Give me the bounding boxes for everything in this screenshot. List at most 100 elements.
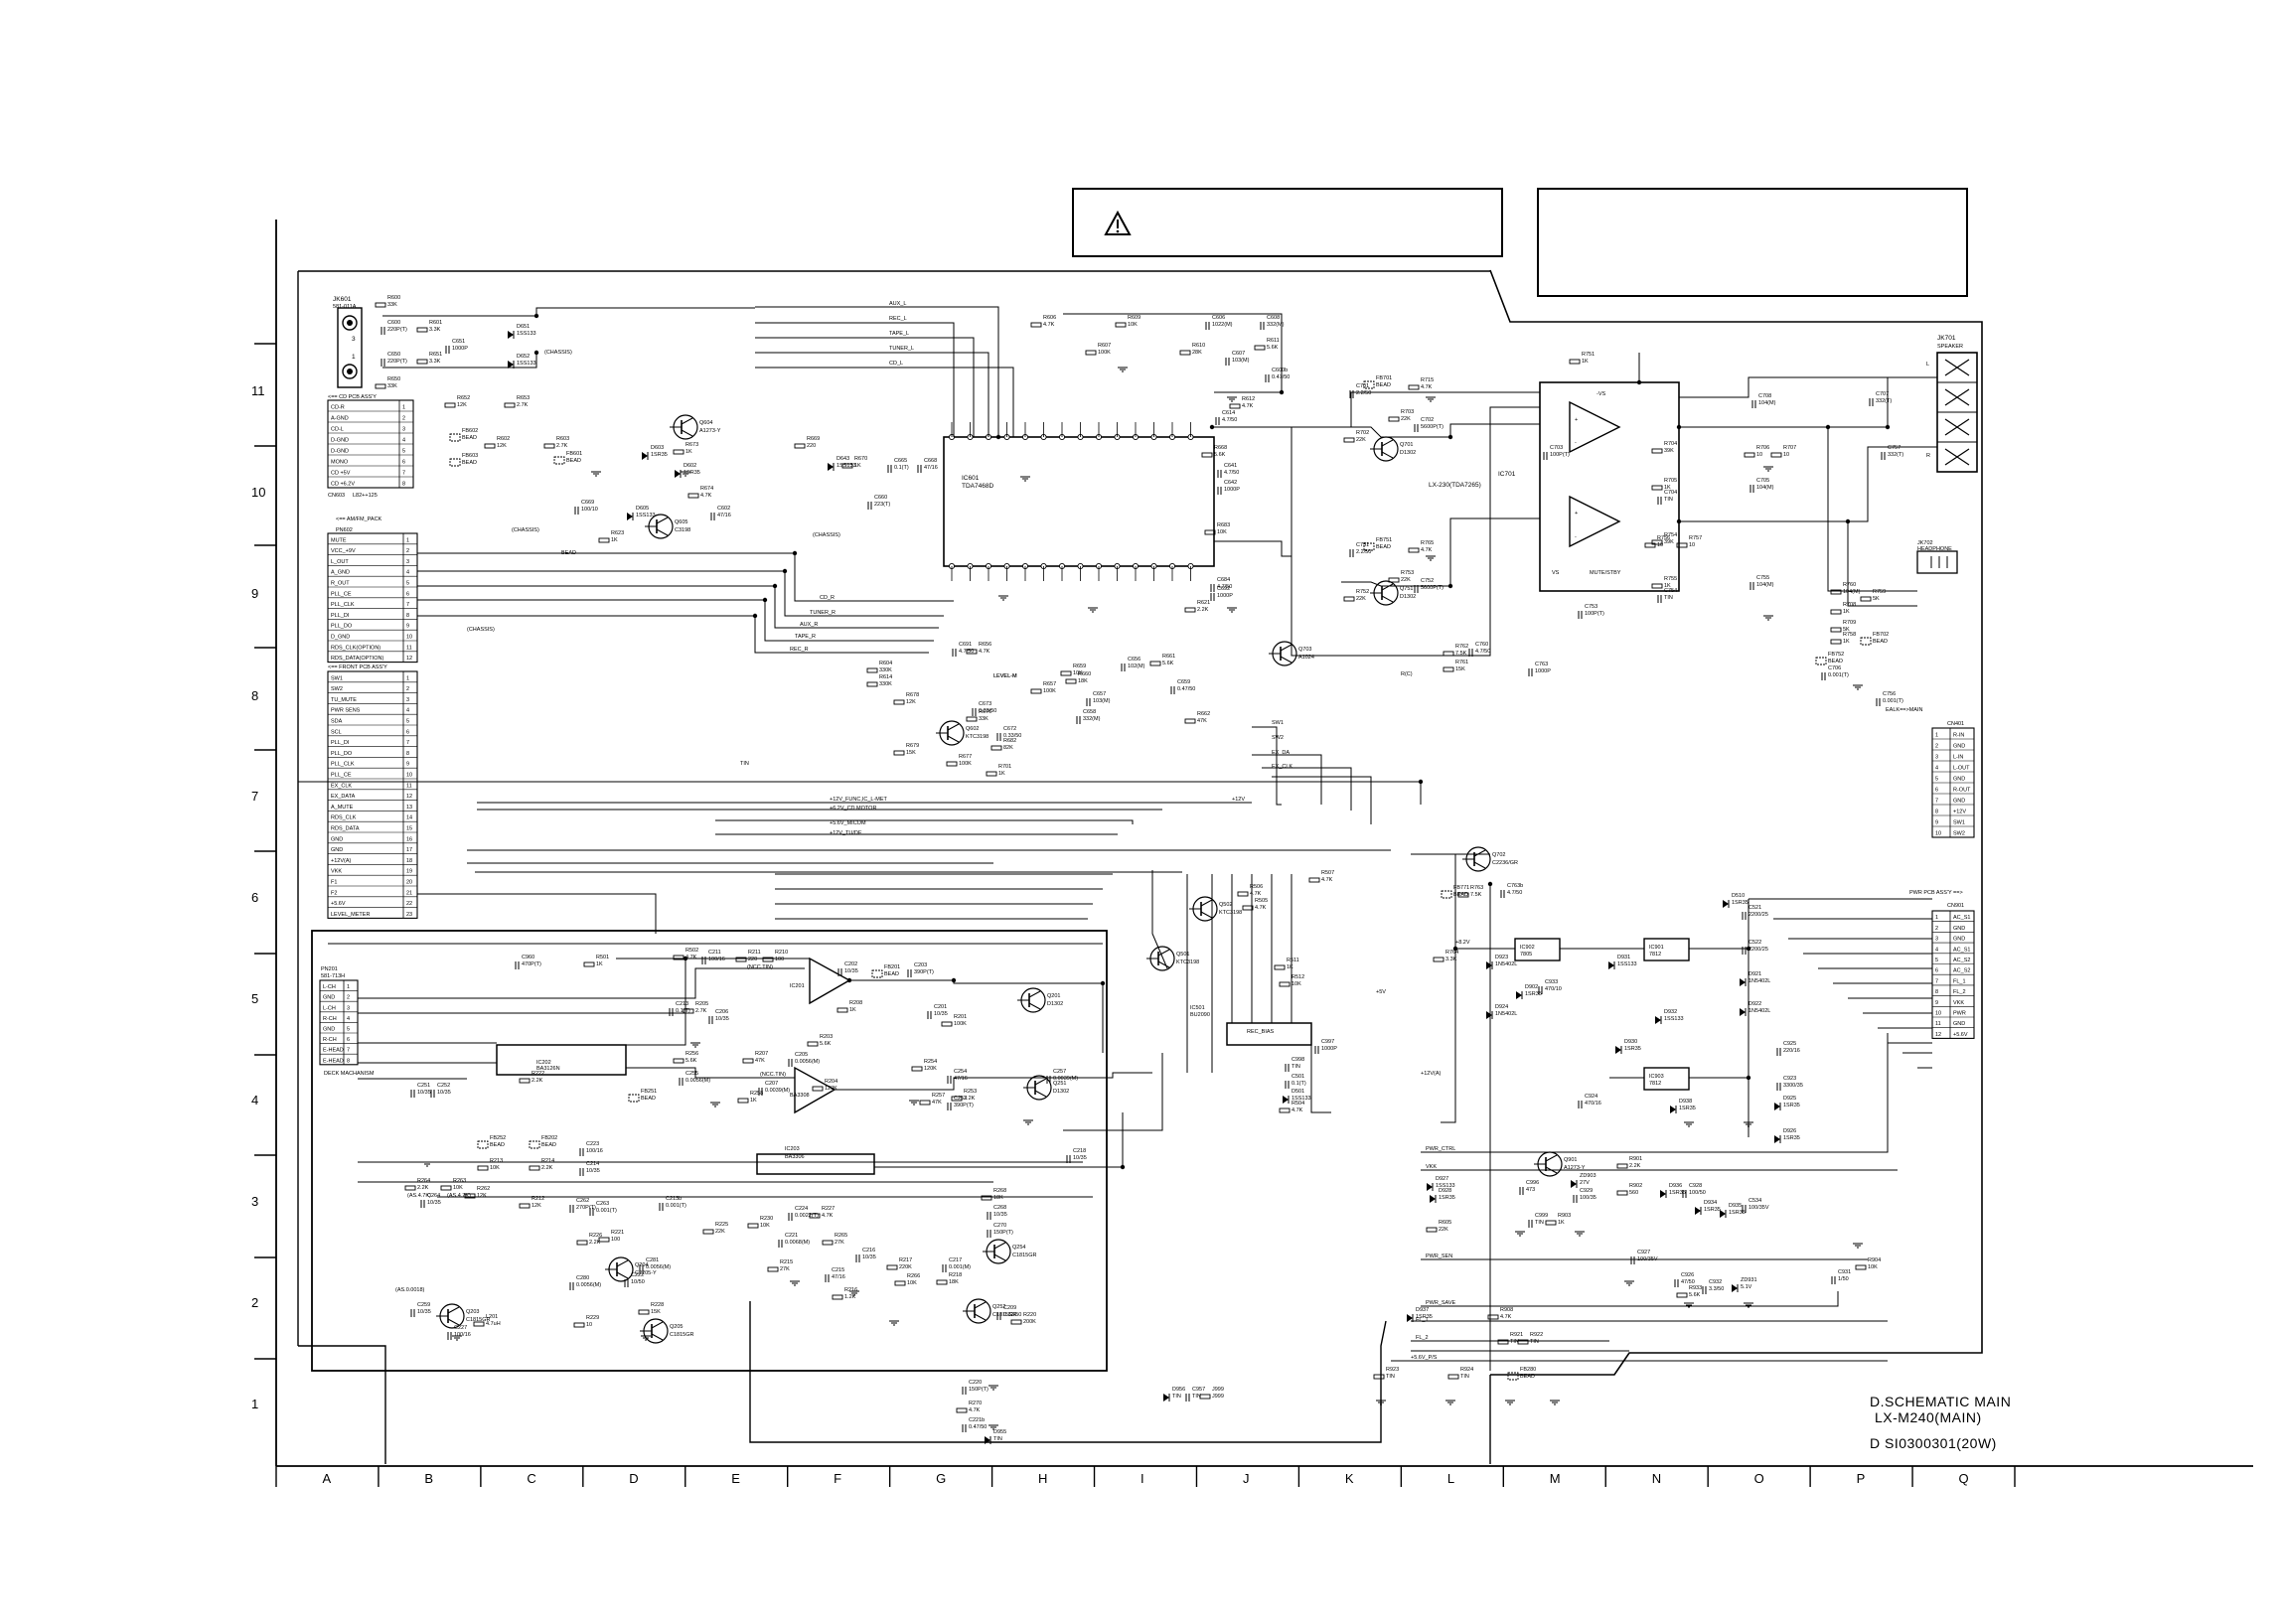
pn602-pin-signal: RDS_CLK(OPTION): [331, 645, 380, 651]
jk702-headphone-jack: JK702 HEADPHONE: [1916, 540, 1958, 574]
transistor-part: C1815GR: [466, 1317, 490, 1323]
cn603-pin-num: 3: [402, 427, 405, 433]
column-label-N: N: [1652, 1471, 1661, 1486]
component-value: 1K: [596, 961, 603, 967]
component-value: BEAD: [1376, 382, 1391, 388]
front_pcb-pin-signal: VKK: [331, 869, 342, 875]
component-value: 2.2/50: [1356, 549, 1371, 555]
component-ref: R262: [477, 1186, 490, 1192]
component-ref: FB752: [1828, 652, 1844, 658]
component-value: BEAD: [462, 435, 477, 441]
component-ref: R761: [1455, 660, 1468, 665]
net-label-plus8v2: +8.2V: [1455, 940, 1470, 946]
component-value: 12K: [906, 699, 916, 705]
component-value: 100/35: [1580, 1195, 1597, 1201]
transistor-part: C2236/GR: [1492, 860, 1518, 866]
component-value: 0.0022(T): [795, 1213, 819, 1219]
component-ref: D956: [1172, 1387, 1185, 1393]
component-value: 1SR35: [1704, 1207, 1721, 1213]
net-minus-vs: -VS: [1597, 391, 1606, 397]
component-ref: C224: [795, 1206, 808, 1212]
front_pcb-pin-num: 16: [406, 836, 412, 842]
component-value: 18K: [993, 1195, 1003, 1201]
component-ref: R673: [685, 442, 698, 448]
component-value: 220P(T): [387, 359, 407, 365]
component-ref: R660: [1078, 671, 1091, 677]
row-label-7: 7: [251, 789, 258, 804]
ic601-ref: IC601: [962, 475, 980, 482]
component-ref: R201: [954, 1014, 967, 1020]
component-value: 10/35: [417, 1309, 431, 1315]
component-ref: FB701: [1376, 375, 1392, 381]
row-label-1: 1: [251, 1397, 258, 1411]
front_pcb-pin-num: 14: [406, 815, 412, 821]
cn401-pin-num: 9: [1935, 820, 1938, 826]
component-value: 4.7uH: [486, 1321, 501, 1327]
component-value: 100: [775, 957, 784, 962]
drawing-frame: [275, 220, 2253, 1467]
cn901-pin-num: 7: [1935, 978, 1938, 984]
front_pcb-pin-signal: PLL_DI: [331, 740, 350, 746]
component-ref: C751: [1356, 542, 1369, 548]
component-value: 200K: [1023, 1319, 1036, 1325]
ic902-ref: IC902: [1520, 945, 1535, 951]
component-ref: C997: [1321, 1039, 1334, 1045]
front_pcb-pin-num: 1: [406, 675, 409, 681]
front_pcb-pin-num: 18: [406, 858, 412, 864]
front_pcb-pin-num: 12: [406, 794, 412, 800]
component-value: 4.7K: [1292, 1107, 1303, 1113]
junction-dot: [752, 613, 758, 619]
cn401-pin-signal: SW2: [1953, 831, 1965, 837]
component-value: 12K: [457, 402, 467, 408]
component-value: TIN: [1386, 1374, 1395, 1380]
ground-symbol: [710, 1102, 720, 1107]
net-mute-stby: MUTE/STBY: [1590, 570, 1621, 576]
component-value: 1K: [849, 1007, 856, 1013]
component-ref: R263: [453, 1178, 466, 1184]
pn602-pin-signal: RDS_DATA(OPTION): [331, 656, 383, 662]
annotation-nc-tin: (NCC.TIN): [760, 1072, 786, 1078]
component-ref: C211: [708, 950, 721, 956]
junction-dot: [782, 568, 788, 574]
annotation-chassis: (CHASSIS): [512, 527, 539, 533]
component-ref: C665: [894, 458, 907, 464]
pn201-pin-num: 4: [347, 1016, 350, 1022]
net-label-tape-r: TAPE_R: [795, 634, 816, 640]
transistor-ref: Q751: [1400, 586, 1413, 592]
column-label-E: E: [731, 1471, 740, 1486]
ground-symbol: [681, 471, 690, 477]
cn603-pin-signal: D-GND: [331, 449, 349, 455]
annotation-chassis: (CHASSIS): [467, 627, 495, 633]
component-ref: C703: [1550, 445, 1563, 451]
